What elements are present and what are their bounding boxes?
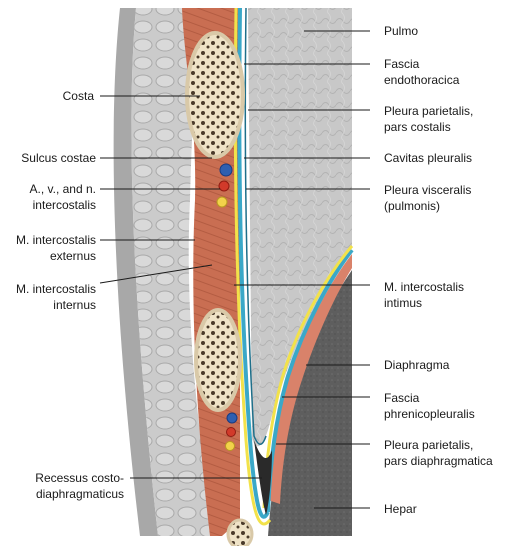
label-line: intimus [384, 296, 423, 310]
lower-intercostal-artery [226, 427, 236, 437]
lung-region [248, 8, 352, 447]
label-recessus: Recessus costo- diaphragmaticus [35, 470, 124, 502]
label-line: M. intercostalis [15, 282, 96, 296]
label-sulcus-costae: Sulcus costae [21, 151, 96, 165]
label-m-intercostalis-internus: M. intercostalis internus [16, 281, 96, 313]
label-line: diaphragmaticus [35, 487, 124, 501]
recessus-space [254, 440, 272, 515]
label-line: Fascia [384, 57, 420, 71]
middle-rib [194, 308, 242, 412]
label-costa: Costa [62, 89, 94, 103]
label-diaphragma: Diaphragma [384, 358, 450, 372]
intercostal-nerve [216, 196, 228, 208]
label-line: Pleura parietalis, [384, 438, 474, 452]
label-cavitas-pleuralis: Cavitas pleuralis [384, 151, 473, 165]
label-line: Fascia [384, 391, 420, 405]
label-line: A., v., and n. [29, 182, 96, 196]
label-line: Recessus costo- [35, 471, 124, 485]
label-line: phrenicopleuralis [384, 407, 475, 421]
liver-region [268, 270, 352, 536]
label-pleura-parietalis-costalis: Pleura parietalis, pars costalis [384, 103, 473, 135]
label-line: externus [49, 249, 96, 263]
label-line: pars costalis [384, 120, 451, 134]
intercostal-vein [219, 163, 233, 177]
label-line: intercostalis [32, 198, 96, 212]
diaphragm-muscle [268, 254, 352, 504]
lower-rib [226, 518, 254, 546]
label-pulmo: Pulmo [384, 24, 419, 38]
label-pleura-visceralis: Pleura visceralis (pulmonis) [384, 182, 471, 214]
label-fascia-phrenicopleuralis: Fascia phrenicopleuralis [384, 390, 475, 422]
upper-rib [185, 31, 245, 159]
leader-lines-left [99, 95, 262, 479]
label-m-intercostalis-externus: M. intercostalis externus [16, 232, 96, 264]
label-m-intercostalis-intimus: M. intercostalis intimus [384, 279, 464, 311]
subcutaneous-fat [131, 8, 215, 536]
pleura-visceralis-layer [244, 7, 267, 445]
label-line: M. intercostalis [15, 233, 96, 247]
lower-intercostal-nerve [225, 441, 235, 451]
lower-intercostal-vein [226, 412, 238, 424]
label-line: M. intercostalis [384, 280, 465, 294]
label-line: endothoracica [384, 73, 460, 87]
skin-surface [113, 8, 158, 536]
label-line: (pulmonis) [384, 199, 441, 213]
label-line: Pleura parietalis, [384, 104, 474, 118]
intercostal-artery [218, 180, 230, 192]
label-pleura-parietalis-diaphragmatica: Pleura parietalis, pars diaphragmatica [384, 437, 493, 469]
leader-lines-right [234, 30, 370, 509]
label-hepar: Hepar [384, 502, 417, 516]
label-line: internus [53, 298, 96, 312]
label-line: Pleura visceralis [384, 183, 472, 197]
label-line: pars diaphragmatica [384, 454, 493, 468]
label-intercostal-vessels: A., v., and n. intercostalis [30, 181, 96, 213]
label-fascia-endothoracica: Fascia endothoracica [384, 56, 459, 88]
